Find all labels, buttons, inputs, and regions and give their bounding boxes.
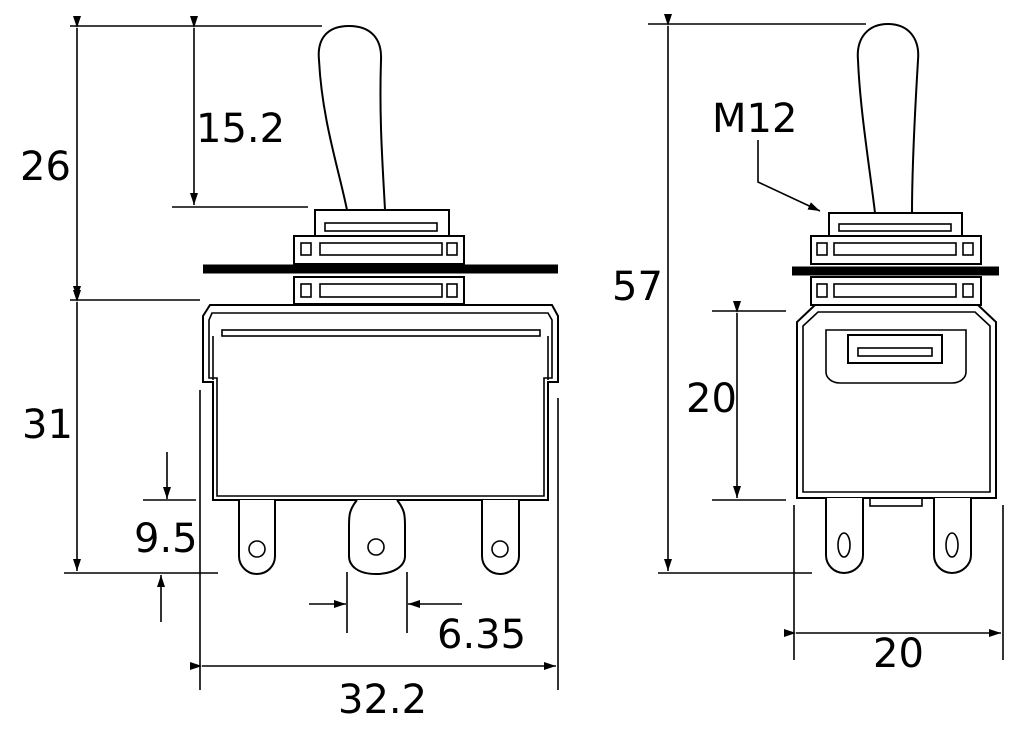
- dimension-6-35-label: 6.35: [437, 612, 526, 658]
- side-lever: [856, 22, 920, 214]
- side-terminal-right: [933, 498, 972, 575]
- thread-callout: M12: [712, 96, 821, 212]
- dimension-57-label: 57: [612, 264, 663, 310]
- front-lever: [317, 24, 387, 211]
- dimension-26: 26: [20, 16, 322, 301]
- dimension-31-label: 31: [22, 402, 73, 448]
- dimension-9-5-label: 9.5: [134, 516, 198, 562]
- dimension-20-width: 20: [784, 505, 1004, 677]
- dimension-31: 31: [22, 290, 218, 574]
- dimension-20-height-label: 20: [686, 376, 737, 422]
- side-bushing: [810, 212, 982, 306]
- dimension-57: 57: [612, 14, 866, 574]
- dimension-32-2-label: 32.2: [338, 677, 427, 723]
- dimension-6-35: 6.35: [309, 572, 526, 658]
- dimension-15-2: 15.2: [172, 16, 308, 208]
- front-terminal-center: [348, 499, 406, 576]
- side-view: M12 57 20 20: [612, 14, 1004, 677]
- thread-label: M12: [712, 96, 797, 142]
- front-terminal-right: [481, 500, 520, 576]
- side-body: [796, 304, 997, 507]
- dimension-20-height: 20: [686, 301, 786, 501]
- dimension-9-5: 9.5: [134, 452, 198, 622]
- dimension-26-label: 26: [20, 144, 71, 190]
- dimension-15-2-label: 15.2: [196, 106, 285, 152]
- front-bushing: [293, 209, 465, 305]
- side-terminal-left: [825, 498, 864, 575]
- front-body: [202, 304, 559, 501]
- front-view: 26 15.2 31 9.5 6.35: [20, 16, 559, 723]
- dimension-32-2: 32.2: [190, 390, 559, 723]
- dimension-20-width-label: 20: [873, 631, 924, 677]
- front-terminal-left: [238, 500, 276, 576]
